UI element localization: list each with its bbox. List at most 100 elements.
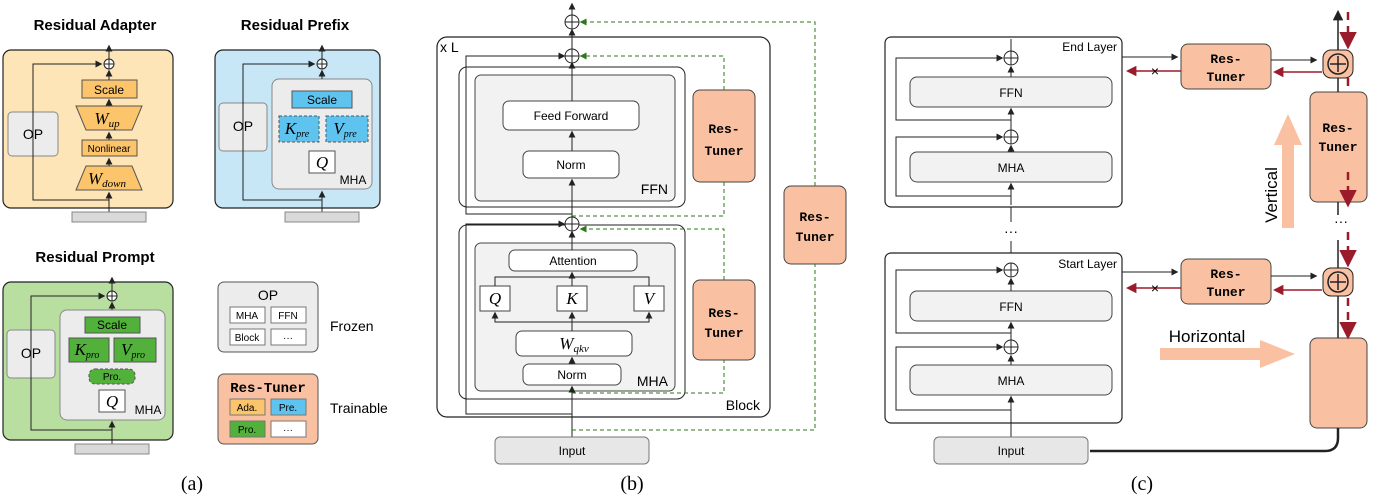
prompt-k-sub: pro <box>85 350 100 361</box>
mha-label: MHA <box>637 373 669 389</box>
svg-text:Tuner: Tuner <box>704 326 743 341</box>
svg-text:Wqkv: Wqkv <box>559 334 589 355</box>
prefix-scale-label: Scale <box>307 93 337 107</box>
residual-prefix-title: Residual Prefix <box>241 17 350 34</box>
prompt-scale-box <box>84 316 141 334</box>
residual-prompt: Residual Prompt OP Scale Kpro Vpro Pro. … <box>2 249 174 455</box>
adapter-w-down-trapezoid <box>75 165 143 191</box>
svg-text:Wup: Wup <box>94 109 120 130</box>
caption-a: (a) <box>181 473 203 495</box>
prefix-mha-label: MHA <box>340 173 367 187</box>
vertical-arrow <box>1274 114 1302 228</box>
prompt-v-sub: pro <box>130 350 145 361</box>
mha-bottom-label: MHA <box>998 374 1025 388</box>
residual-prefix: Residual Prefix OP Scale Kpre Vpre Q MHA <box>214 17 381 223</box>
adapter-w-down: W <box>88 169 104 188</box>
adapter-w-up: W <box>94 109 110 128</box>
prefix-v-sub: pre <box>343 129 358 140</box>
dots-middle: ··· <box>1004 223 1018 239</box>
ffn-label: FFN <box>641 181 668 197</box>
svg-text:Res-: Res- <box>708 306 739 321</box>
residual-adapter-title: Residual Adapter <box>34 17 157 34</box>
q-label: Q <box>489 289 501 308</box>
block-label: Block <box>726 397 761 413</box>
svg-text:Kpre: Kpre <box>284 119 310 140</box>
legend-frozen-item: FFN <box>278 311 297 322</box>
prompt-k: K <box>74 340 88 359</box>
caption-c: (c) <box>1131 473 1153 495</box>
adapter-w-up-sub: up <box>109 118 121 130</box>
legend-frozen-label: Frozen <box>330 318 374 334</box>
res-tuner-outer <box>783 185 847 265</box>
ffn-top-label: FFN <box>999 86 1022 100</box>
adapter-w-up-trapezoid <box>75 105 143 131</box>
feed-forward-label: Feed Forward <box>534 109 609 123</box>
svg-text:Res-: Res- <box>1210 52 1241 67</box>
legend-trainable-item: Pre. <box>279 403 297 414</box>
prompt-pro-label: Pro. <box>103 372 121 383</box>
residual-prompt-title: Residual Prompt <box>35 249 154 266</box>
legend-trainable-label: Trainable <box>330 400 388 416</box>
prompt-q: Q <box>106 392 118 411</box>
prefix-q: Q <box>316 153 328 172</box>
attention-label: Attention <box>549 254 596 268</box>
legend-trainable-title: Res-Tuner <box>230 381 306 397</box>
cross-mark-top: × <box>1151 63 1159 79</box>
wqkv-box <box>515 330 633 357</box>
prompt-k-box <box>68 337 110 363</box>
svg-text:Res-: Res- <box>708 122 739 137</box>
attention-box <box>508 249 638 272</box>
input-box-c <box>933 436 1089 465</box>
wqkv-sub: qkv <box>573 343 588 355</box>
svg-text:Tuner: Tuner <box>1206 285 1245 300</box>
horizontal-arrow <box>1160 340 1295 368</box>
q-box <box>479 285 511 312</box>
input-box-b <box>494 436 650 465</box>
prefix-k-sub: pre <box>295 129 310 140</box>
prompt-pro-box <box>88 368 136 385</box>
panel-a: Residual Adapter OP Scale Wup Nonlinear … <box>2 17 388 495</box>
prefix-v-box <box>325 115 369 143</box>
vertical-label: Vertical <box>1262 167 1281 223</box>
ffn-norm-box <box>522 150 620 179</box>
prefix-k-box <box>278 115 320 143</box>
prefix-v: V <box>333 119 346 138</box>
mha-top-label: MHA <box>998 161 1025 175</box>
legend-trainable-item: Ada. <box>237 403 258 414</box>
v-label: V <box>644 289 657 308</box>
prompt-q-box <box>98 389 126 413</box>
legend-frozen-item: MHA <box>236 311 259 322</box>
end-layer-label: End Layer <box>1062 40 1117 54</box>
dots-right: ··· <box>1334 213 1348 229</box>
xl-label: x L <box>440 39 459 55</box>
res-tuner-right-bottom <box>1309 337 1368 429</box>
prefix-q-box <box>308 150 336 174</box>
prompt-mha-label: MHA <box>135 403 162 417</box>
prompt-v-box <box>113 337 157 363</box>
prefix-scale-box <box>291 90 353 109</box>
svg-text:Tuner: Tuner <box>704 144 743 159</box>
prefix-k: K <box>284 119 298 138</box>
prompt-v: V <box>121 340 134 359</box>
res-tuner-end-layer <box>1180 43 1272 90</box>
mha-norm-label: Norm <box>557 368 586 382</box>
legend-frozen-title: OP <box>258 287 278 303</box>
legend-trainable-item: Pro. <box>238 425 256 436</box>
residual-adapter: Residual Adapter OP Scale Wup Nonlinear … <box>2 17 174 223</box>
legend-frozen-item: Block <box>235 333 260 344</box>
svg-text:Vpre: Vpre <box>333 119 357 140</box>
horizontal-label: Horizontal <box>1169 327 1246 346</box>
feed-forward-box <box>502 100 640 131</box>
legend-trainable-item: ··· <box>283 425 293 436</box>
panel-c: End Layer FFN MHA ··· Start Layer FFN MH… <box>884 9 1368 495</box>
prompt-scale-label: Scale <box>97 318 127 332</box>
svg-text:Res-: Res- <box>799 210 830 225</box>
wqkv-label: W <box>559 334 575 353</box>
svg-text:Vpro: Vpro <box>121 340 145 361</box>
svg-text:Res-: Res- <box>1210 267 1241 282</box>
caption-b: (b) <box>620 473 643 495</box>
prompt-input-bar <box>74 443 150 455</box>
adapter-input-bar <box>71 211 147 223</box>
input-label-c: Input <box>998 444 1025 458</box>
